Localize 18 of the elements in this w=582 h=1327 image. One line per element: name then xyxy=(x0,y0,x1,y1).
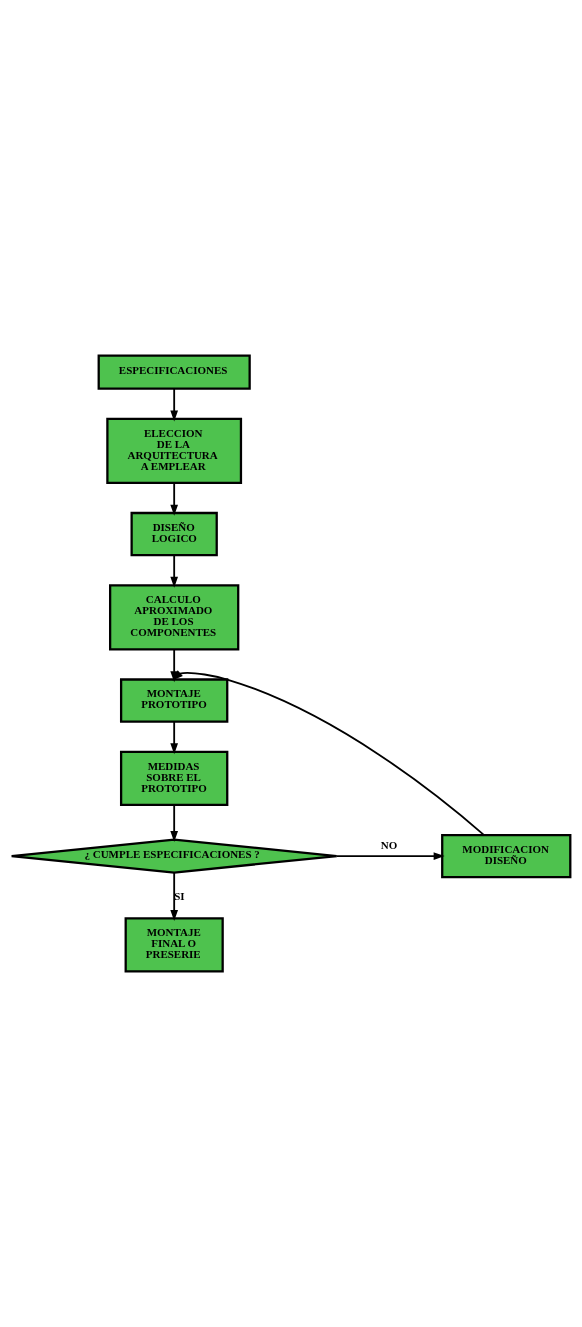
node-box: DISEÑO LOGICO xyxy=(130,511,218,557)
node-box: MODIFICACION DISEÑO xyxy=(441,833,572,879)
node-box: ESPECIFICACIONES xyxy=(97,354,251,390)
arrow xyxy=(170,872,179,921)
edge-label: SI xyxy=(174,889,185,902)
edge-label: NO xyxy=(380,839,398,852)
node-box: MONTAJE PROTOTIPO xyxy=(119,678,229,723)
arrow xyxy=(335,852,445,860)
node-box: MONTAJE FINAL O PRESERIE xyxy=(124,917,224,973)
arrow xyxy=(170,388,179,422)
arrow xyxy=(170,554,179,588)
arrow xyxy=(170,482,179,516)
arrow xyxy=(170,720,179,755)
node-box: MEDIDAS SOBRE EL PROTOTIPO xyxy=(119,750,229,806)
node-box: ELECCION DE LA ARQUITECTURA A EMPLEAR xyxy=(106,417,243,484)
node-box: CALCULO APROXIMADO DE LOS COMPONENTES xyxy=(109,584,240,651)
arrow xyxy=(170,804,179,842)
node-diamond: ¿ CUMPLE ESPECIFICACIONES ? xyxy=(10,838,338,874)
